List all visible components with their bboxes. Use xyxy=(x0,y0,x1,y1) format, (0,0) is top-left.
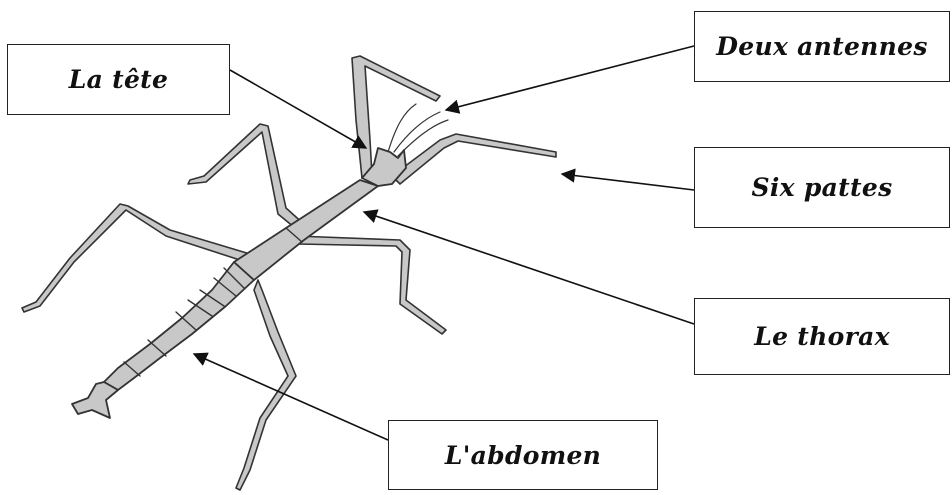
leg-mid-right xyxy=(295,235,447,335)
label-box-head: La tête xyxy=(7,44,230,115)
label-legs: Six pattes xyxy=(751,173,893,202)
stick-insect-illustration xyxy=(21,55,557,491)
label-box-thorax: Le thorax xyxy=(694,298,950,375)
label-box-abdomen: L'abdomen xyxy=(388,420,658,490)
arrow-antennae xyxy=(444,45,695,114)
pointer-arrows xyxy=(192,45,695,441)
label-abdomen: L'abdomen xyxy=(444,440,602,470)
arrow-head xyxy=(229,69,368,149)
arrow-legs xyxy=(560,168,695,191)
antenna-1 xyxy=(387,103,417,153)
leg-front-right xyxy=(391,133,557,185)
label-box-antennae: Deux antennes xyxy=(694,11,950,82)
arrow-thorax xyxy=(362,209,695,325)
leg-front-left xyxy=(351,55,441,179)
thorax-shape xyxy=(233,179,379,281)
label-thorax: Le thorax xyxy=(754,322,890,351)
antenna-2 xyxy=(393,111,441,153)
leg-hind-left xyxy=(21,203,251,313)
label-box-legs: Six pattes xyxy=(694,147,950,228)
head-shape xyxy=(361,147,407,187)
label-head: La tête xyxy=(68,65,169,94)
abdomen-tip xyxy=(71,381,119,419)
segment-lines xyxy=(123,227,303,377)
arrow-abdomen xyxy=(192,352,389,441)
legs-group xyxy=(21,55,557,491)
leg-hind-right xyxy=(235,279,297,491)
label-antennae: Deux antennes xyxy=(716,32,928,61)
leg-mid-left xyxy=(187,123,307,233)
